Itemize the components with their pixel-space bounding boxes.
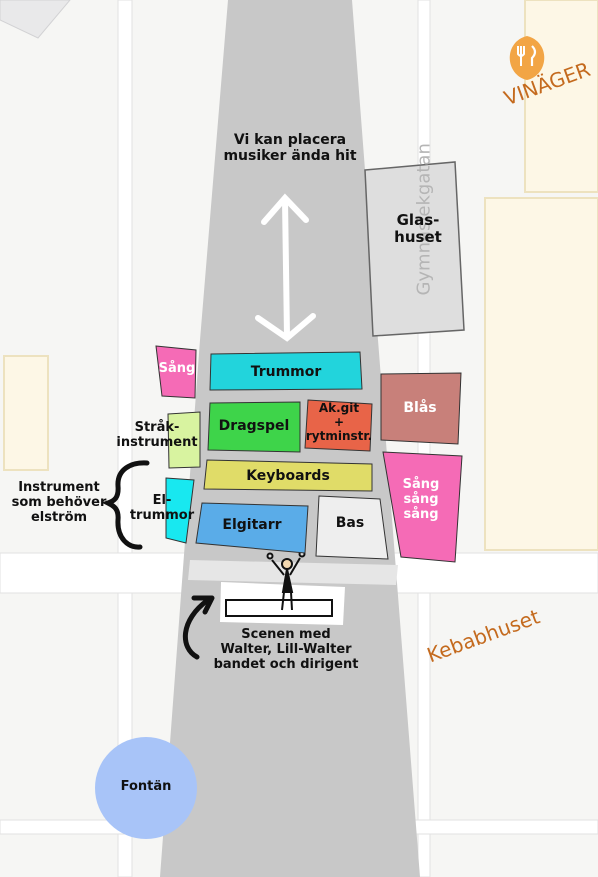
section-trummor[interactable] [209, 351, 363, 391]
eltrummor-label: El- trummor [129, 493, 195, 523]
keyboards-label: Keyboards [246, 468, 330, 484]
section-bas[interactable] [315, 495, 389, 560]
section-elgitarr[interactable] [195, 502, 309, 554]
section-akgit[interactable] [304, 399, 373, 452]
dragspel-label: Dragspel [218, 418, 290, 434]
instrument-note: Instrument som behöver elström [11, 480, 107, 525]
building-right [484, 197, 598, 551]
glashuset-label: Glas- huset [394, 211, 442, 247]
akgit-label: Ak.git + rytminstr. [305, 401, 373, 443]
section-sang-left[interactable] [155, 345, 197, 399]
section-keyboards[interactable] [203, 459, 373, 492]
building-top-left [0, 0, 71, 39]
sang-left-label: Sång [158, 361, 196, 376]
top-note: Vi kan placera musiker ända hit [223, 132, 357, 165]
building-right-top [524, 0, 598, 193]
brace-icon [101, 460, 150, 550]
fontan-circle[interactable] [95, 737, 197, 839]
curved-arrow-head-icon [191, 595, 215, 615]
side-street-left [117, 0, 133, 877]
elgitarr-label: Elgitarr [222, 517, 282, 533]
scen-note: Scenen med Walter, Lill-Walter bandet oc… [213, 627, 359, 672]
restaurant-fork-knife-icon[interactable] [509, 36, 545, 80]
strak-label: Stråk- instrument [116, 420, 198, 450]
double-arrow-icon [255, 193, 316, 342]
sang-right-label: Sång sång sång [402, 477, 440, 522]
section-dragspel[interactable] [207, 401, 301, 453]
section-eltrummor[interactable] [165, 477, 195, 544]
bas-label: Bas [335, 515, 365, 531]
section-blas[interactable] [380, 372, 462, 445]
stage-inner [225, 599, 333, 617]
glashuset-building[interactable] [364, 161, 465, 337]
trummor-label: Trummor [250, 364, 322, 380]
crosswalk [188, 560, 398, 585]
section-sang-right[interactable] [382, 451, 463, 563]
fontan-label: Fontän [120, 779, 172, 794]
building-left [3, 355, 49, 471]
curved-arrow-icon [182, 597, 211, 660]
blas-label: Blås [403, 400, 437, 416]
section-strak[interactable] [167, 411, 201, 469]
